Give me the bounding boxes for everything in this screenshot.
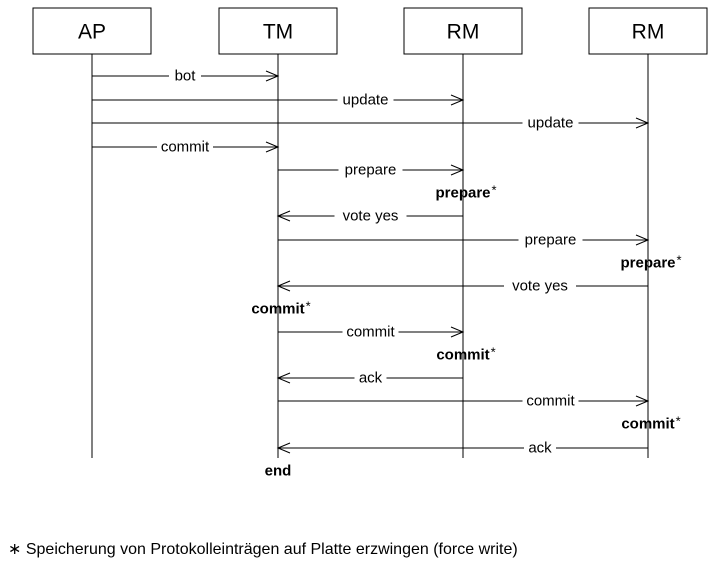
state-label-tm: commit: [251, 301, 304, 318]
actor-box-tm: [218, 7, 338, 55]
message-label: commit: [526, 393, 575, 410]
message-label-bg: [338, 161, 403, 179]
message-label: prepare: [345, 162, 397, 179]
message-label-bg: [522, 114, 579, 132]
message-5: prepare: [278, 161, 465, 179]
message-1: bot: [92, 67, 280, 85]
arrow-head-icon: [450, 164, 465, 176]
state-star-marker: *: [306, 299, 311, 314]
actor-label-tm: TM: [263, 21, 293, 44]
state-label-rm2: prepare: [620, 255, 675, 272]
message-8: vote yes: [276, 277, 648, 295]
message-label: update: [528, 115, 574, 132]
message-label: vote yes: [343, 208, 399, 225]
arrow-head-icon: [276, 280, 291, 292]
arrow-head-icon: [635, 234, 650, 246]
message-label-bg: [518, 231, 583, 249]
message-label-bg: [334, 207, 407, 225]
state-label-rm1: prepare: [435, 185, 490, 202]
arrow-head-icon: [450, 326, 465, 338]
arrow-head-icon: [635, 117, 650, 129]
state-label-rm2: commit: [621, 416, 674, 433]
message-label: vote yes: [512, 278, 568, 295]
message-label: commit: [161, 139, 210, 156]
message-6: vote yes: [276, 207, 463, 225]
state-star-marker: *: [492, 183, 497, 198]
actor-label-ap: AP: [78, 21, 106, 44]
message-10: ack: [276, 369, 463, 387]
message-4: commit: [92, 138, 280, 156]
state-star-marker: *: [491, 345, 496, 360]
message-label-bg: [157, 138, 213, 156]
message-label: prepare: [525, 232, 577, 249]
message-label-bg: [342, 323, 399, 341]
message-label-bg: [169, 67, 201, 85]
arrow-head-icon: [276, 210, 291, 222]
message-2: update: [92, 91, 465, 109]
message-7: prepare: [278, 231, 650, 249]
arrow-head-icon: [265, 70, 280, 82]
actor-label-rm2: RM: [632, 21, 665, 44]
state-label-tm: end: [265, 463, 292, 480]
message-label: commit: [346, 324, 395, 341]
message-12: ack: [276, 439, 648, 457]
arrow-head-icon: [450, 94, 465, 106]
message-label-bg: [504, 277, 576, 295]
state-star-marker: *: [677, 253, 682, 268]
state-label-rm1: commit: [436, 347, 489, 364]
message-11: commit: [278, 392, 650, 410]
message-9: commit: [278, 323, 465, 341]
footnote: ∗ Speicherung von Protokolleinträgen auf…: [8, 541, 518, 558]
message-3: update: [92, 114, 650, 132]
message-label-bg: [354, 369, 387, 387]
message-label-bg: [522, 392, 579, 410]
message-label-bg: [524, 439, 556, 457]
actor-box-ap: [32, 7, 152, 55]
message-label: bot: [175, 68, 197, 85]
message-label: ack: [359, 370, 383, 387]
arrow-head-icon: [276, 372, 291, 384]
actor-box-rm1: [403, 7, 523, 55]
arrow-head-icon: [635, 395, 650, 407]
arrow-head-icon: [265, 141, 280, 153]
arrow-head-icon: [276, 442, 291, 454]
state-star-marker: *: [676, 414, 681, 429]
message-label: ack: [528, 440, 552, 457]
message-label: update: [343, 92, 389, 109]
actor-label-rm1: RM: [447, 21, 480, 44]
message-label-bg: [337, 91, 394, 109]
